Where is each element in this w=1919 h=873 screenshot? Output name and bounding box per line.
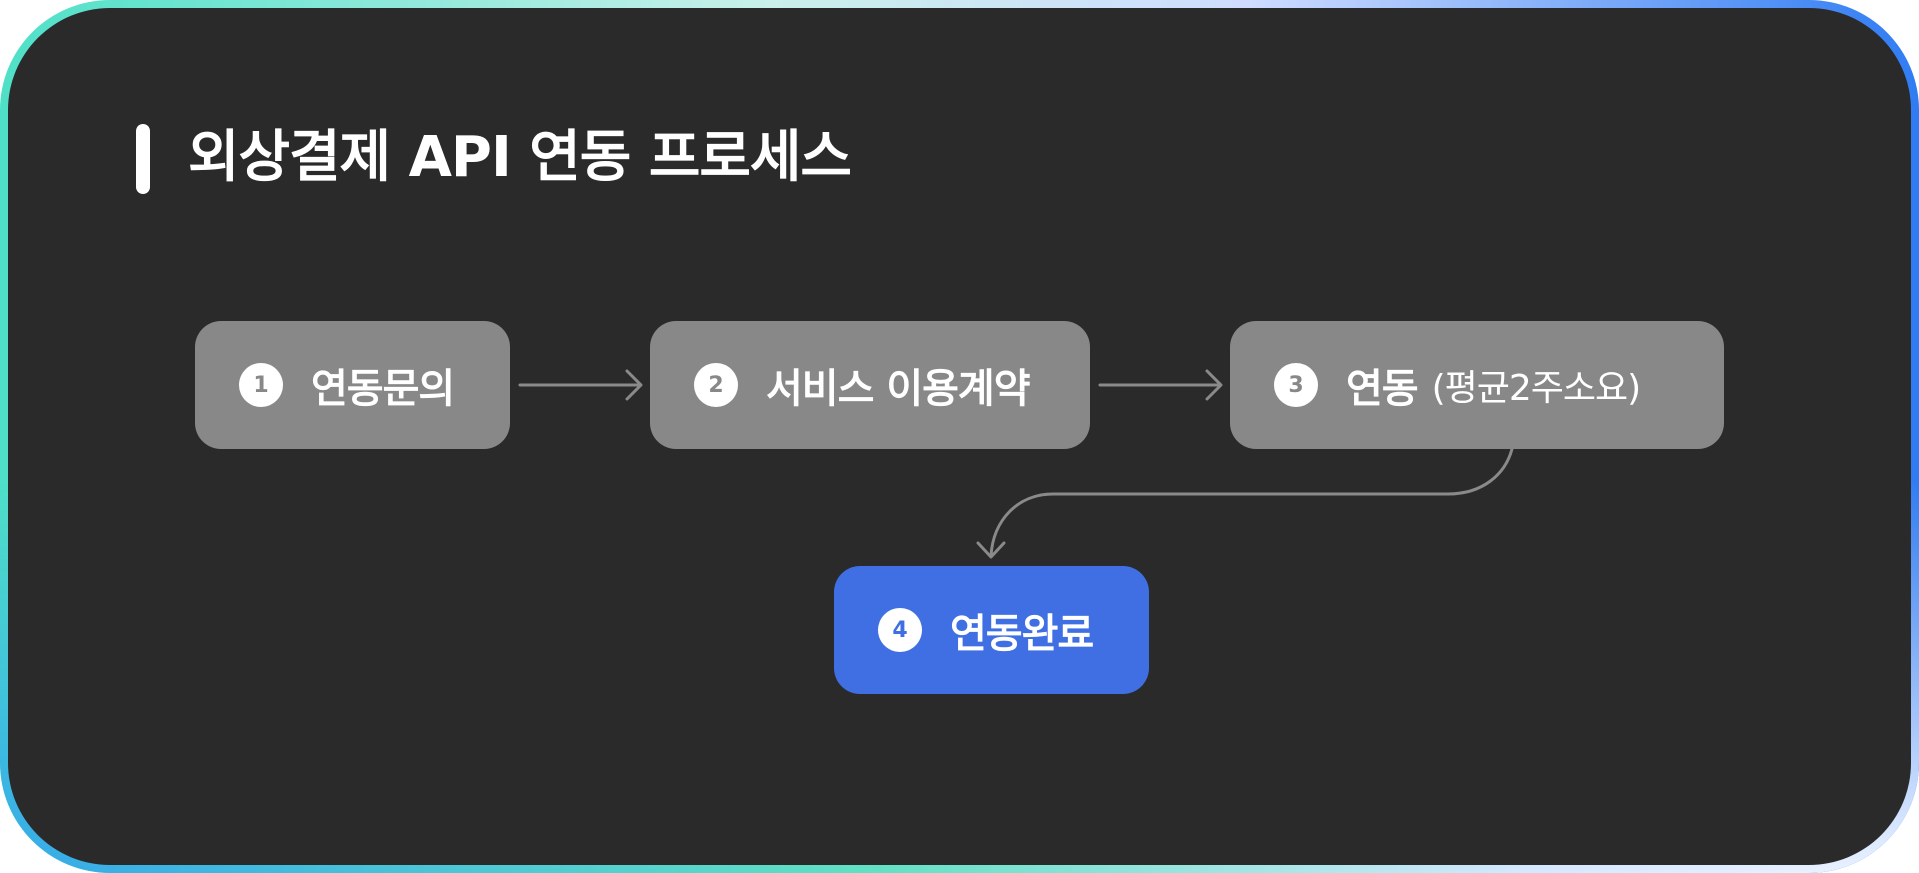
arrow-3-to-4 <box>976 447 1514 559</box>
step-2-box: 2 서비스 이용계약 <box>650 321 1090 449</box>
diagram-title: 외상결제 API 연동 프로세스 <box>188 125 852 190</box>
step-duration-note: (평균2주소요) <box>1431 368 1642 409</box>
arrow-1-to-2 <box>518 369 643 401</box>
step-label: 연동 <box>1346 366 1419 412</box>
step-4-box: 4 연동완료 <box>834 566 1149 694</box>
step-number-badge: 4 <box>878 608 922 652</box>
step-number-badge: 2 <box>694 363 738 407</box>
step-number-badge: 3 <box>1274 363 1318 407</box>
arrow-2-to-3 <box>1098 369 1223 401</box>
step-label: 연동완료 <box>950 611 1094 657</box>
title-accent-bar <box>136 124 150 194</box>
step-number-badge: 1 <box>239 363 283 407</box>
step-3-box: 3 연동 (평균2주소요) <box>1230 321 1724 449</box>
step-1-box: 1 연동문의 <box>195 321 510 449</box>
step-label: 연동문의 <box>311 366 455 412</box>
step-label: 서비스 이용계약 <box>766 366 1031 412</box>
